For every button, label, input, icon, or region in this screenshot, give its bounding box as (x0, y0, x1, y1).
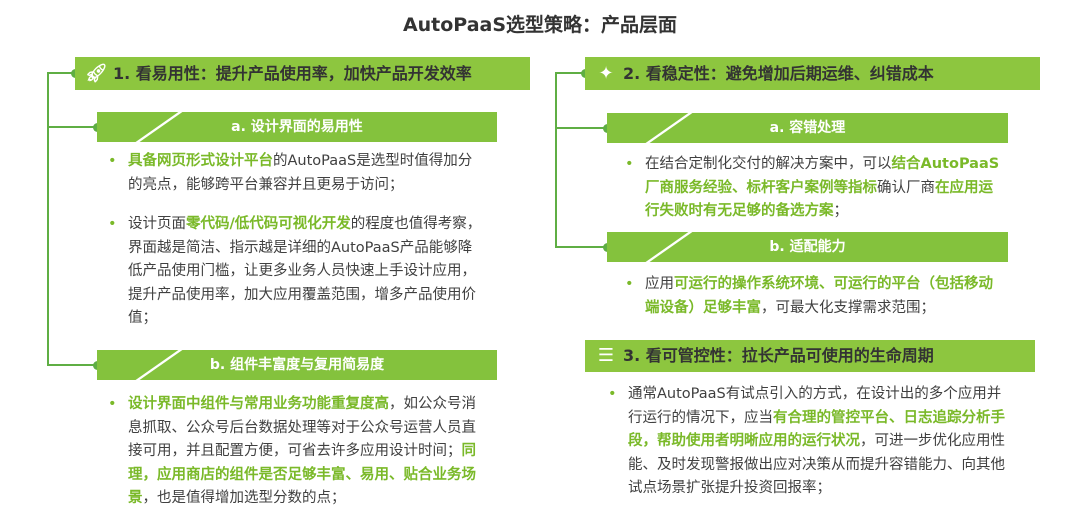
sliders-icon: ☰ (597, 345, 615, 366)
bullet-item: 应用可运行的操作系统环境、可运行的平台（包括移动端设备）足够丰富，可最大化支撑需… (623, 273, 1003, 320)
highlighted-text: 可运行的操作系统环境、可运行的平台（包括移动端设备）足够丰富 (645, 276, 993, 316)
bullet-item: 在结合定制化交付的解决方案中，可以结合AutoPaaS厂商服务经验、标杆客户案例… (623, 153, 1003, 224)
body-text: ； (833, 203, 849, 219)
body-text: 应用 (645, 276, 674, 292)
bullet-item: 设计界面中组件与常用业务功能重复度高，如公众号消息抓取、公众号后台数据处理等对于… (106, 393, 486, 509)
body-text: ，可最大化支撑需求范围； (761, 299, 935, 316)
page-title: AutoPaaS选型策略：产品层面 (402, 14, 678, 36)
body-text: 的程度也值得考察，界面越是简洁、指示越是详细的AutoPaaS产品能够降低产品使… (128, 216, 482, 326)
bullet-list: 设计界面中组件与常用业务功能重复度高，如公众号消息抓取、公众号后台数据处理等对于… (106, 393, 486, 509)
body-text: 在结合定制化交付的解决方案中，可以 (645, 156, 892, 172)
section-heading: 2. 看稳定性：避免增加后期运维、纠错成本 (623, 64, 934, 83)
divider (127, 112, 189, 142)
section-usability-header: 🚀︎ 1. 看易用性：提升产品使用率，加快产品开发效率 (75, 57, 530, 90)
body-text: ，如公众号消息抓取、公众号后台数据处理等对于公众号运营人员直接可用，并且配置方便… (128, 396, 476, 459)
robot-icon: ✦ (598, 63, 614, 84)
section-controllability-header: ☰ 3. 看可管控性：拉长产品可使用的生命周期 (585, 340, 1035, 372)
tree-line (47, 73, 49, 365)
section-heading: 1. 看易用性：提升产品使用率，加快产品开发效率 (113, 64, 472, 83)
tree-line (47, 72, 75, 74)
tree-line (555, 73, 557, 248)
subsection-components-header: b. 组件丰富度与复用简易度 (97, 350, 497, 380)
body-text: ，可进一步优化应用性能、及时发现警报做出应对决策从而提升容错能力、向其他试点场景… (628, 433, 1005, 496)
body-text: 的AutoPaaS是选型时值得加分的亮点，能够跨平台兼容并且更易于访问； (128, 153, 473, 193)
highlighted-text: 有合理的管控平台、日志追踪分析手段，帮助使用者明晰应用的运行状况 (628, 409, 1005, 450)
divider (637, 232, 699, 262)
tree-line (47, 364, 97, 366)
highlighted-text: 具备网页形式设计平台 (128, 153, 273, 169)
bullet-list: 应用可运行的操作系统环境、可运行的平台（包括移动端设备）足够丰富，可最大化支撑需… (623, 273, 1003, 336)
highlighted-text: 在应用运行失败时有无足够的备选方案 (645, 179, 993, 220)
subsection-heading: b. 适配能力 (769, 239, 846, 255)
divider (637, 113, 699, 143)
section-stability-header: ✦ 2. 看稳定性：避免增加后期运维、纠错成本 (585, 57, 1040, 90)
body-text: 设计页面 (128, 216, 186, 232)
bullet-item: 设计页面零代码/低代码可视化开发的程度也值得考察，界面越是简洁、指示越是详细的A… (106, 213, 486, 331)
section-heading: 3. 看可管控性：拉长产品可使用的生命周期 (623, 346, 934, 365)
bullet-list: 在结合定制化交付的解决方案中，可以结合AutoPaaS厂商服务经验、标杆客户案例… (623, 153, 1003, 240)
tree-line (47, 126, 97, 128)
bullet-item: 具备网页形式设计平台的AutoPaaS是选型时值得加分的亮点，能够跨平台兼容并且… (106, 150, 486, 197)
subsection-adaptability-header: b. 适配能力 (607, 232, 1008, 262)
subsection-ui-usability-header: a. 设计界面的易用性 (97, 112, 497, 142)
body-text: 确认厂商 (877, 179, 935, 196)
bullet-list: 通常AutoPaaS有试点引入的方式，在设计出的多个应用并行运行的情况下，应当有… (606, 383, 1006, 509)
bullet-item: 通常AutoPaaS有试点引入的方式，在设计出的多个应用并行运行的情况下，应当有… (606, 383, 1006, 501)
highlighted-text: 零代码/低代码可视化开发 (186, 216, 351, 232)
highlighted-text: 设计界面中组件与常用业务功能重复度高 (128, 396, 389, 412)
divider (127, 350, 189, 380)
tree-line (555, 127, 607, 129)
body-text: ，也是值得增加选型分数的点； (142, 490, 346, 506)
body-text: 通常AutoPaaS有试点引入的方式，在设计出的多个应用并行运行的情况下，应当 (628, 386, 1002, 426)
subsection-fault-tolerance-header: a. 容错处理 (607, 113, 1008, 143)
tree-line (555, 246, 607, 248)
rocket-icon: 🚀︎ (85, 63, 108, 84)
highlighted-text: 同理，应用商店的组件是否足够丰富、易用、贴合业务场景 (128, 443, 476, 506)
subsection-heading: a. 设计界面的易用性 (231, 119, 363, 135)
tree-line (555, 72, 585, 74)
bullet-list: 具备网页形式设计平台的AutoPaaS是选型时值得加分的亮点，能够跨平台兼容并且… (106, 150, 486, 347)
subsection-heading: a. 容错处理 (769, 120, 846, 136)
highlighted-text: 结合AutoPaaS厂商服务经验、标杆客户案例等指标 (645, 156, 1000, 196)
subsection-heading: b. 组件丰富度与复用简易度 (209, 357, 385, 373)
